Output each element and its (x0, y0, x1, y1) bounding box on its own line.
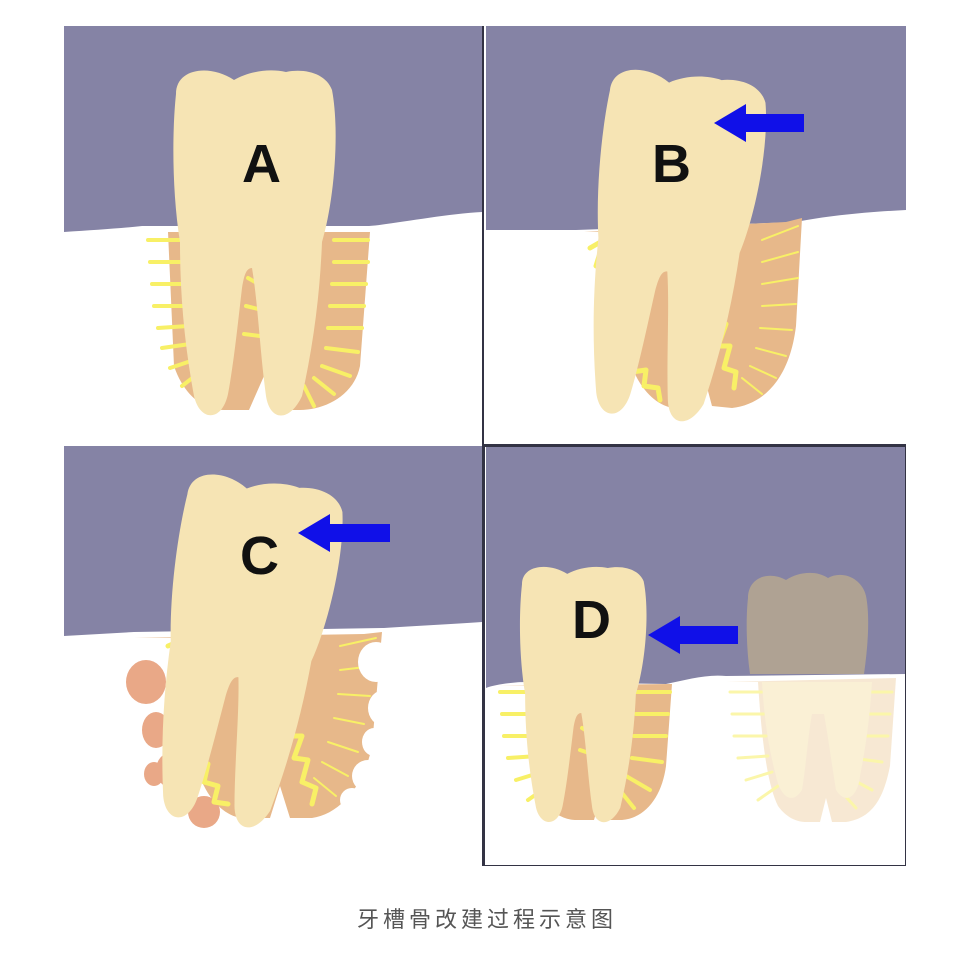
label-a: A (242, 134, 281, 194)
panel-b: B (486, 26, 906, 444)
label-d: D (572, 590, 611, 650)
arrow-d (648, 616, 738, 654)
panel-divider-vertical (482, 26, 484, 866)
arrow-b (714, 104, 804, 142)
panel-divider-horizontal (484, 444, 906, 446)
figure-caption: 牙槽骨改建过程示意图 (356, 908, 617, 933)
panel-c: C (64, 446, 482, 866)
panel-a: A (64, 26, 482, 444)
arrow-c (298, 514, 390, 552)
panel-d: D (486, 446, 906, 866)
label-b: B (652, 134, 691, 194)
label-c: C (240, 526, 279, 586)
